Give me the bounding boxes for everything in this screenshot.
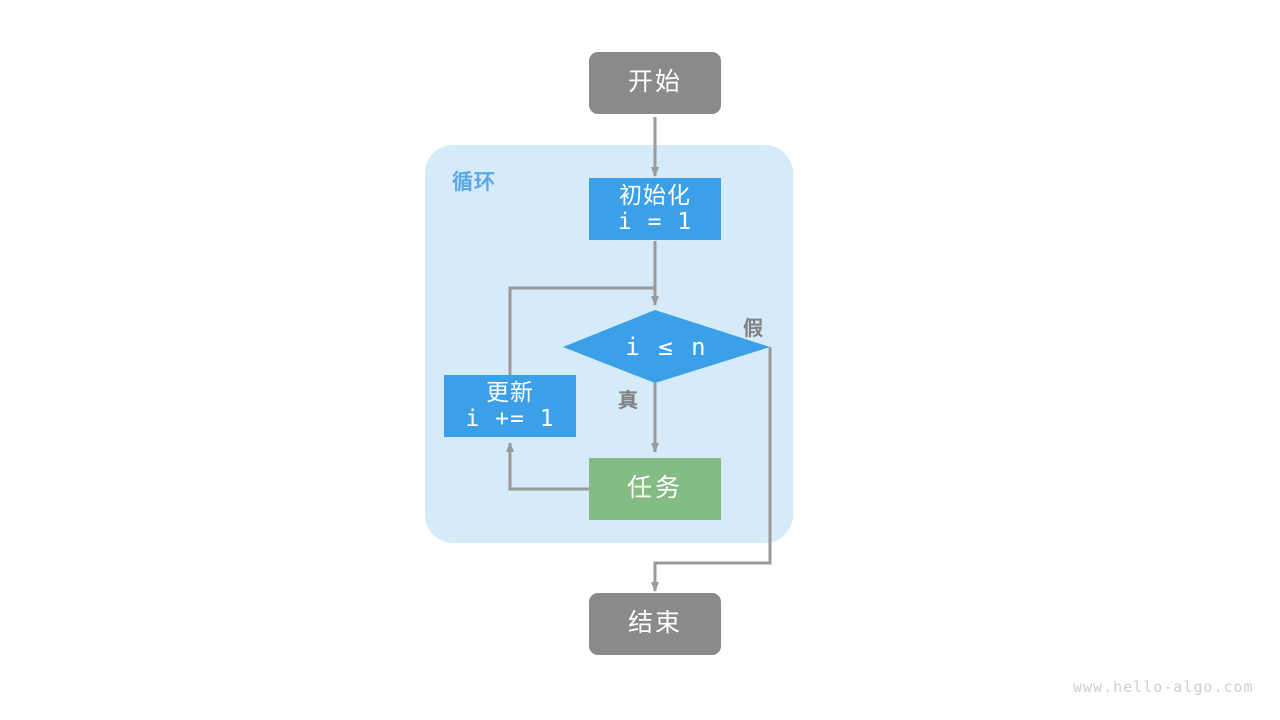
update-node-label: 更新 bbox=[486, 378, 534, 405]
end-node-label: 结束 bbox=[627, 609, 682, 638]
start-node-label: 开始 bbox=[627, 68, 682, 97]
watermark: www.hello-algo.com bbox=[1073, 678, 1254, 696]
update-node-code: i += 1 bbox=[465, 406, 555, 432]
edge-condition-false-to-end bbox=[651, 347, 772, 592]
init-node-code: i = 1 bbox=[617, 209, 693, 235]
edge-task-to-update bbox=[506, 442, 589, 491]
init-node[interactable]: 初始化 i = 1 bbox=[589, 178, 721, 240]
edge-label-false: 假 bbox=[743, 318, 763, 340]
update-node[interactable]: 更新 i += 1 bbox=[444, 375, 576, 437]
loop-group-label: 循环 bbox=[452, 171, 496, 194]
edge-label-true: 真 bbox=[618, 390, 638, 412]
task-node[interactable]: 任务 bbox=[589, 458, 721, 520]
start-node[interactable]: 开始 bbox=[589, 52, 721, 114]
condition-diamond bbox=[563, 310, 770, 383]
end-node[interactable]: 结束 bbox=[589, 593, 721, 655]
task-node-label: 任务 bbox=[626, 474, 683, 503]
edge-update-to-condition bbox=[508, 286, 655, 375]
init-node-label: 初始化 bbox=[619, 181, 691, 208]
